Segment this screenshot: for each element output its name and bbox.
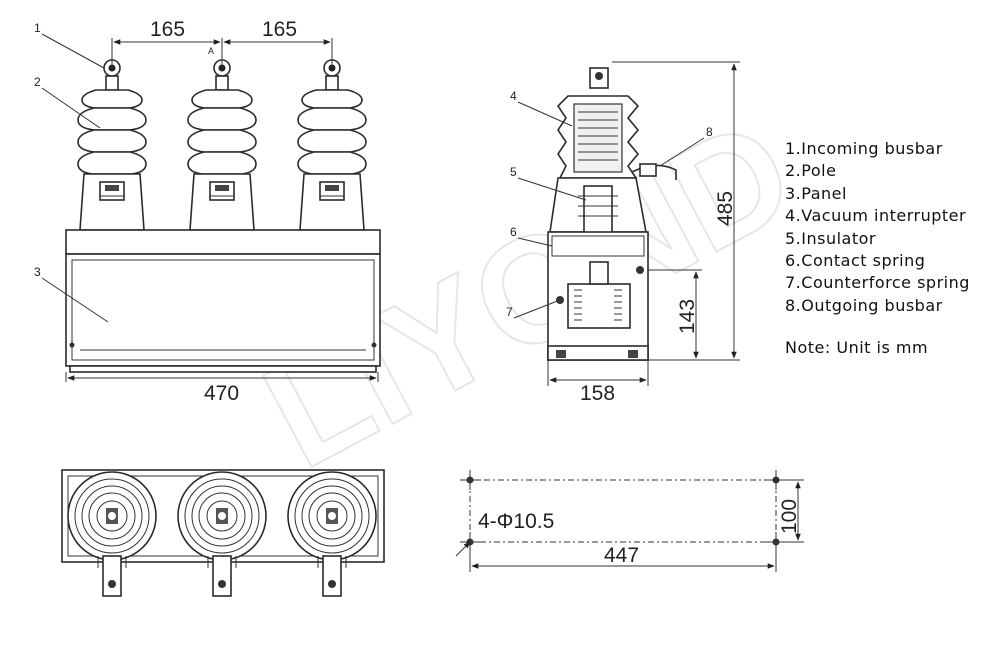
callout-7: 7 [506,305,513,319]
pole-ring-right [287,471,377,597]
legend-item-contact-spring: 6.Contact spring [785,250,926,270]
dim-depth-100: 100 [778,499,801,534]
dim-length-447: 447 [604,544,639,567]
callout-8: 8 [706,125,713,139]
legend-item-panel: 3.Panel [785,183,847,203]
callout-2: 2 [34,75,41,89]
pole-right [297,59,367,231]
unit-note: Note: Unit is mm [785,338,929,357]
top-view [61,469,385,597]
callout-5: 5 [510,165,517,179]
dim-lower-143: 143 [676,299,699,334]
callout-6: 6 [510,225,517,239]
dim-width-470: 470 [204,382,239,405]
legend-item-vacuum-interrupter: 4.Vacuum interrupter [785,206,967,226]
legend-item-counterforce-spring: 7.Counterforce spring [785,273,970,293]
callout-3: 3 [34,265,41,279]
dim-pitch-right: 165 [262,18,297,41]
panel [65,253,381,367]
dim-height-485: 485 [714,191,737,226]
frame-top [65,229,381,255]
pole-left [77,59,147,231]
dim-mark-a: A [208,46,214,56]
legend-item-insulator: 5.Insulator [785,228,876,248]
dim-width-158: 158 [580,382,615,405]
pole-center [187,59,257,231]
dim-pitch-left: 165 [150,18,185,41]
pole-ring-center [177,471,267,597]
dim-holes: 4-Φ10.5 [478,510,554,533]
legend-item-pole: 2.Pole [785,161,837,181]
side-view: 485 143 158 4 5 6 7 8 [506,61,740,405]
callout-1: 1 [34,21,41,35]
legend-item-outgoing-busbar: 8.Outgoing busbar [785,295,943,315]
legend: 1.Incoming busbar 2.Pole 3.Panel 4.Vacuu… [785,138,970,317]
legend-item-incoming-busbar: 1.Incoming busbar [785,139,943,158]
mounting-plan: 4-Φ10.5 447 100 [455,470,804,572]
pole-ring-left [67,471,157,597]
front-view: 165 165 A 470 1 2 3 [34,18,381,405]
callout-4: 4 [510,89,517,103]
